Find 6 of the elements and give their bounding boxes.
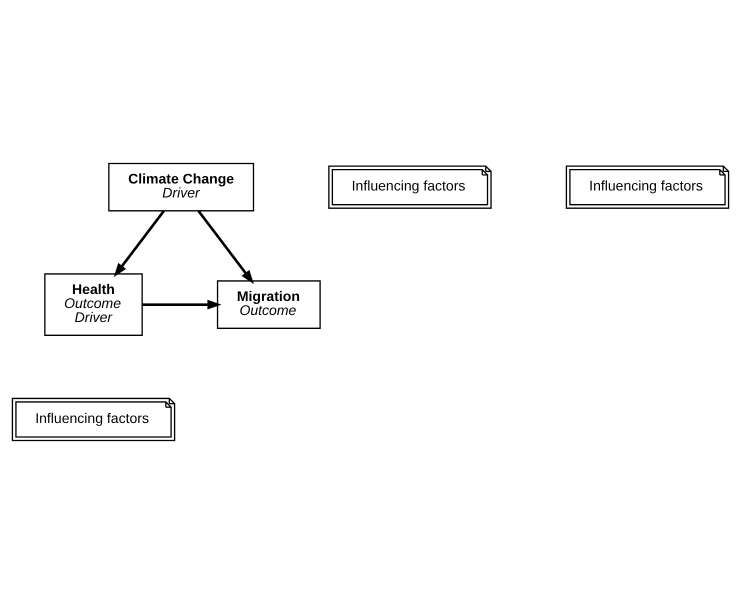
- arrow: [197, 210, 254, 284]
- node-box: Climate Change Driver: [108, 162, 254, 211]
- arrow: [114, 210, 165, 277]
- node-box: Migration Outcome: [216, 280, 321, 328]
- node-box: Health Outcome Driver: [44, 272, 143, 336]
- arrow: [142, 299, 222, 310]
